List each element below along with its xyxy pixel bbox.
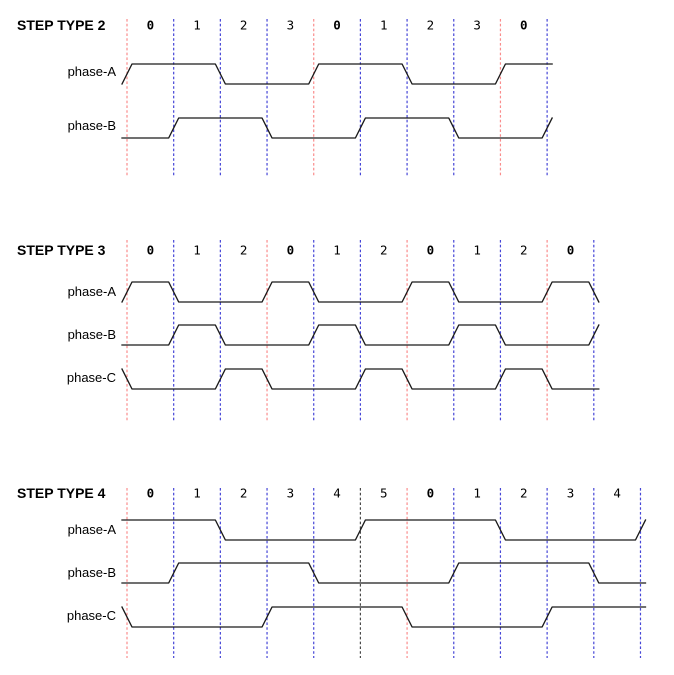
step-number-label: 3 xyxy=(287,18,295,33)
phase-waveform-step-type-2-phase-B xyxy=(121,117,554,139)
step-number-label: 0 xyxy=(427,486,435,501)
step-number-label: 0 xyxy=(333,18,341,33)
step-number-label: 1 xyxy=(193,243,201,258)
step-number-label: 1 xyxy=(193,18,201,33)
step-number-label: 1 xyxy=(473,243,481,258)
phase-label-t4-c: phase-C xyxy=(66,608,116,623)
section-title-step-type-3: STEP TYPE 3 xyxy=(17,242,106,258)
step-number-label: 2 xyxy=(520,243,528,258)
phase-label-t4-b: phase-B xyxy=(67,565,116,580)
step-number-label: 2 xyxy=(520,486,528,501)
section-title-step-type-2: STEP TYPE 2 xyxy=(17,17,106,33)
phase-waveform-step-type-4-phase-B xyxy=(121,562,647,584)
phase-label-t3-a: phase-A xyxy=(67,284,116,299)
step-number-label: 2 xyxy=(380,243,388,258)
step-number-label: 5 xyxy=(380,486,388,501)
phase-waveform-step-type-4-phase-A xyxy=(121,519,647,541)
phase-label-t4-a: phase-A xyxy=(67,522,116,537)
step-number-label: 2 xyxy=(240,243,248,258)
step-number-label: 0 xyxy=(287,243,295,258)
step-number-label: 3 xyxy=(567,486,575,501)
phase-waveform-step-type-4-phase-C xyxy=(121,606,647,628)
phase-waveform-step-type-3-phase-B xyxy=(121,324,600,346)
phase-label-t3-c: phase-C xyxy=(66,370,116,385)
phase-waveform-step-type-3-phase-A xyxy=(121,281,600,303)
step-number-label: 0 xyxy=(147,486,155,501)
phase-label-t2-b: phase-B xyxy=(67,118,116,133)
step-number-label: 0 xyxy=(147,18,155,33)
step-number-label: 0 xyxy=(427,243,435,258)
step-number-label: 2 xyxy=(240,18,248,33)
phase-waveform-step-type-3-phase-C xyxy=(121,368,600,390)
step-number-label: 1 xyxy=(193,486,201,501)
phase-label-t3-b: phase-B xyxy=(67,327,116,342)
step-number-label: 4 xyxy=(333,486,341,501)
step-number-label: 1 xyxy=(333,243,341,258)
step-number-label: 3 xyxy=(287,486,295,501)
phase-label-t2-a: phase-A xyxy=(67,64,116,79)
step-number-label: 0 xyxy=(567,243,575,258)
step-number-label: 0 xyxy=(520,18,528,33)
step-number-label: 1 xyxy=(380,18,388,33)
step-number-label: 4 xyxy=(613,486,621,501)
step-number-label: 1 xyxy=(473,486,481,501)
section-title-step-type-4: STEP TYPE 4 xyxy=(17,485,106,501)
step-number-label: 2 xyxy=(240,486,248,501)
step-number-label: 0 xyxy=(147,243,155,258)
phase-waveform-step-type-2-phase-A xyxy=(121,63,553,85)
step-number-label: 2 xyxy=(427,18,435,33)
step-number-label: 3 xyxy=(473,18,481,33)
